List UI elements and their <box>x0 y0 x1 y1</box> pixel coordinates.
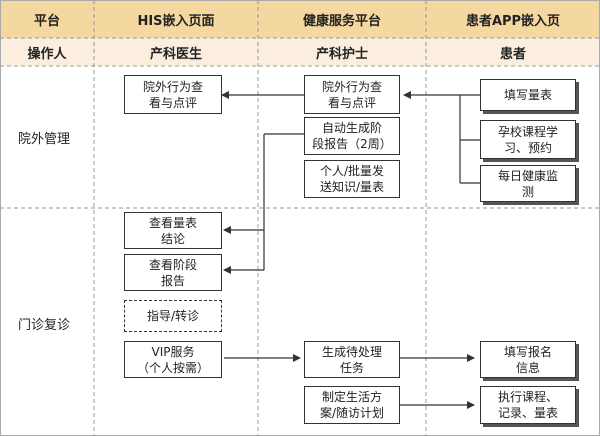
lane-clinic-followup: 门诊复诊 <box>18 318 71 333</box>
subheader-obstetrician: 产科医生 <box>94 38 258 66</box>
subheader-patient: 患者 <box>426 38 600 66</box>
platform-pending-task-box: 生成待处理 任务 <box>304 341 400 378</box>
app-fill-scale-box: 填写量表 <box>480 79 576 111</box>
header-his: HIS嵌入页面 <box>94 0 258 38</box>
platform-auto-stage-report-box: 自动生成阶 段报告（2周） <box>304 117 400 155</box>
app-execute-course-box: 执行课程、 记录、量表 <box>480 386 576 424</box>
his-guide-referral-box: 指导/转诊 <box>124 300 222 332</box>
platform-outside-behavior-review-box: 院外行为查 看与点评 <box>304 75 400 114</box>
his-vip-service-box: VIP服务 （个人按需） <box>124 341 222 378</box>
app-pregnancy-course-box: 孕校课程学 习、预约 <box>480 120 576 159</box>
subheader-operator: 操作人 <box>0 38 94 66</box>
platform-life-plan-box: 制定生活方 案/随访计划 <box>304 386 400 424</box>
his-outside-behavior-review-box: 院外行为查 看与点评 <box>124 75 222 114</box>
subheader-nurse: 产科护士 <box>258 38 426 66</box>
header-platform: 平台 <box>0 0 94 38</box>
his-view-scale-box: 查看量表 结论 <box>124 212 222 249</box>
app-daily-monitor-box: 每日健康监 测 <box>480 165 576 202</box>
header-patient-app: 患者APP嵌入页 <box>426 0 600 38</box>
lane-outpatient-management: 院外管理 <box>18 132 71 147</box>
platform-send-knowledge-box: 个人/批量发 送知识/量表 <box>304 160 400 198</box>
his-view-stage-report-box: 查看阶段 报告 <box>124 254 222 291</box>
app-fill-signup-box: 填写报名 信息 <box>480 341 576 378</box>
header-health-platform: 健康服务平台 <box>258 0 426 38</box>
